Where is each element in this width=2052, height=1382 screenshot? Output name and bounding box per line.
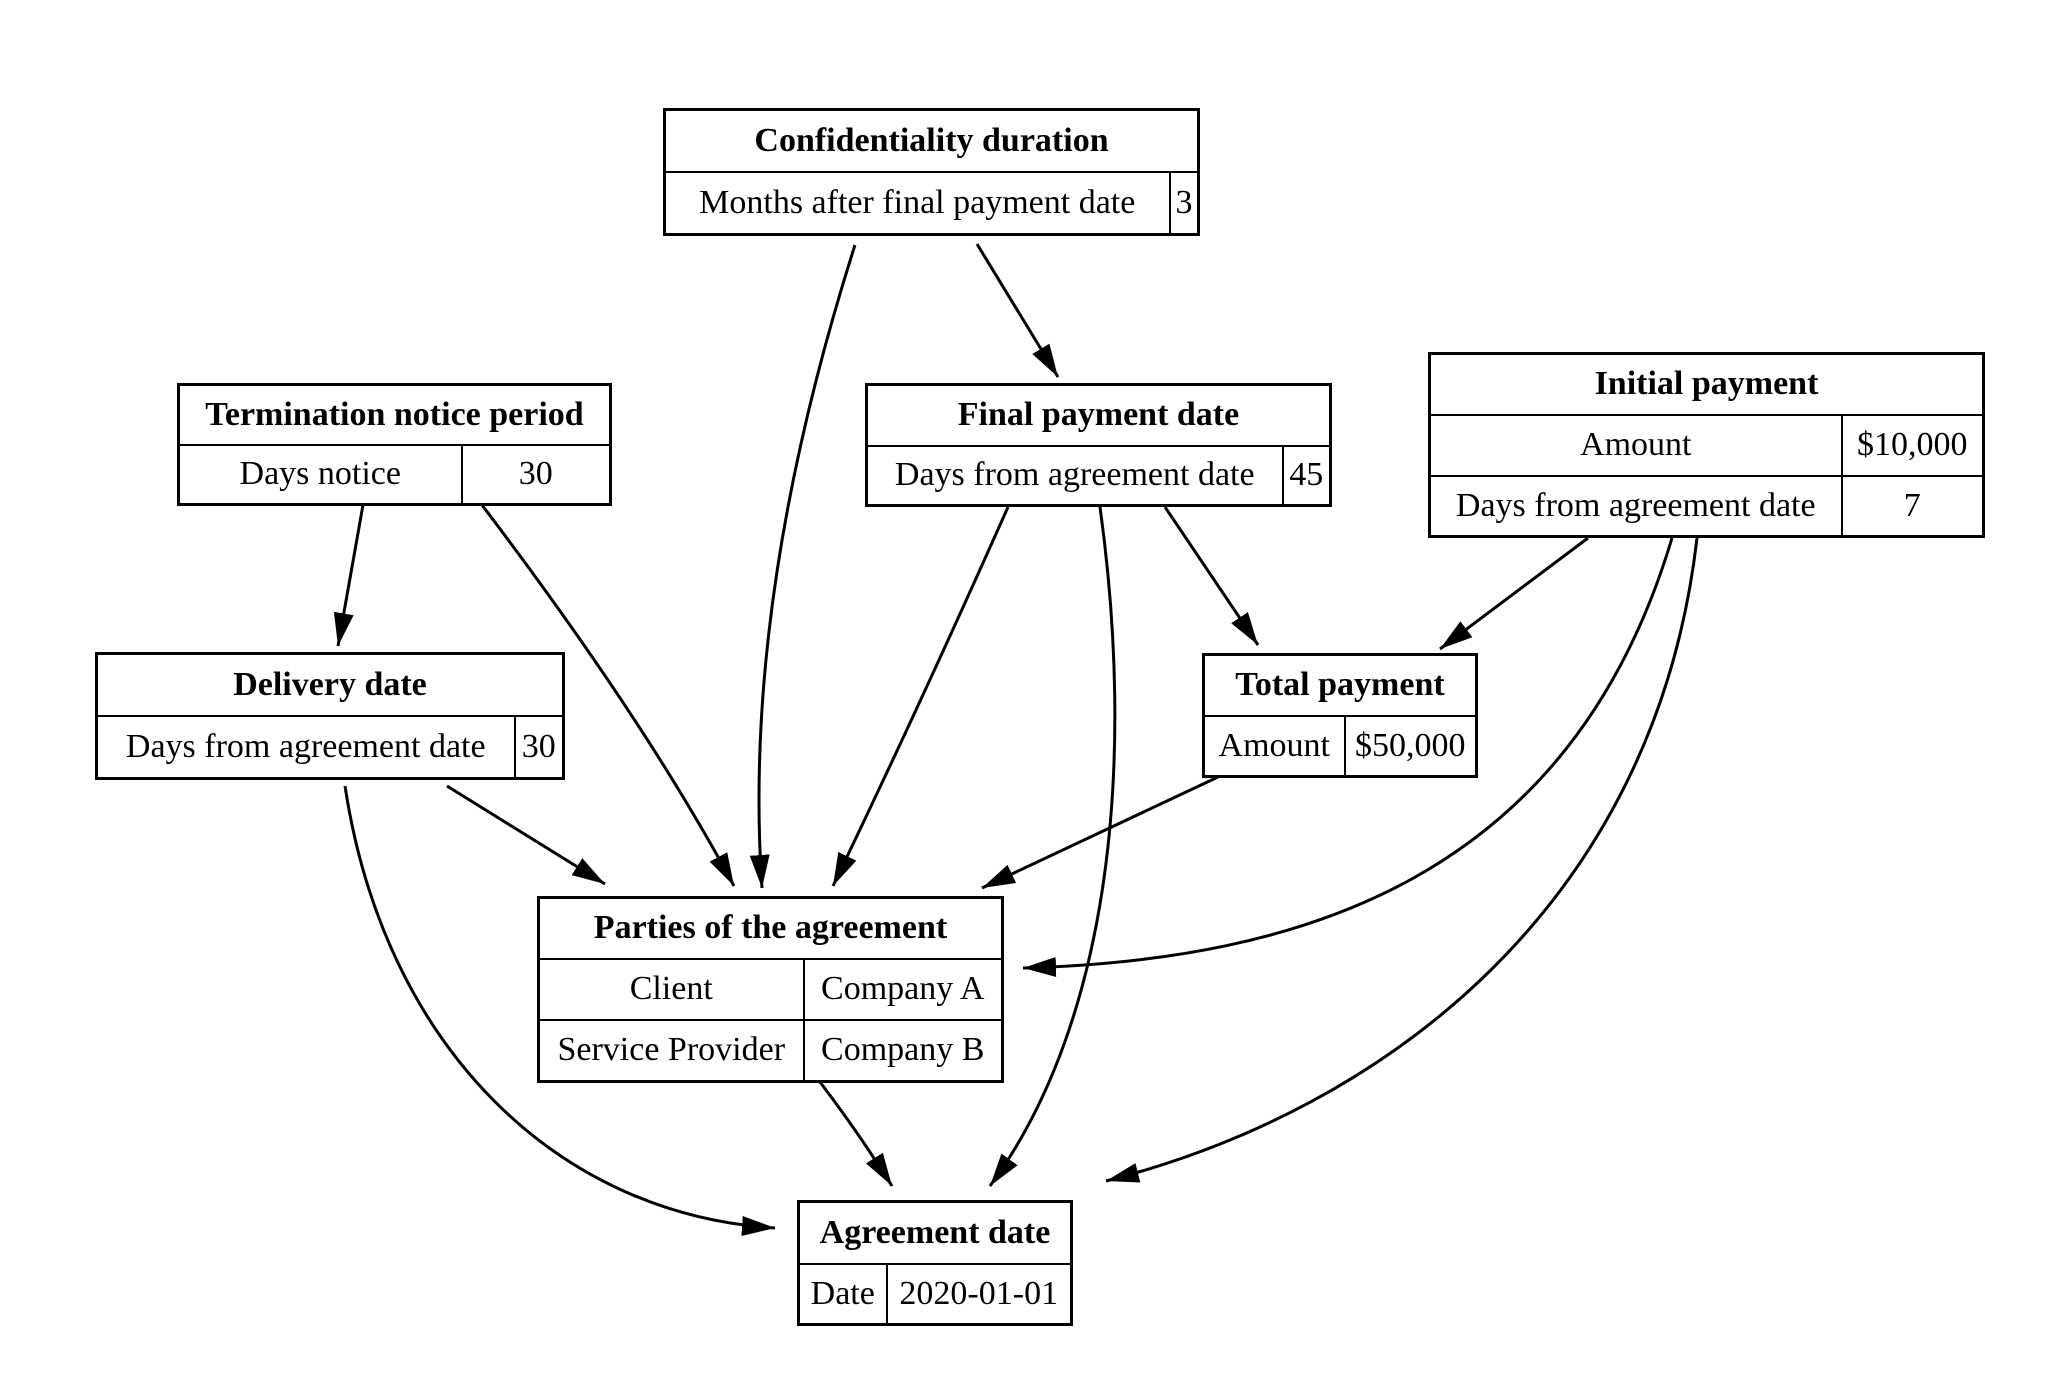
row-value: 2020-01-01 — [885, 1262, 1073, 1326]
box-title: Parties of the agreement — [537, 896, 1004, 960]
row-value: 30 — [460, 443, 612, 506]
row-value: 7 — [1840, 474, 1985, 538]
row-value: Company B — [802, 1018, 1004, 1083]
box-initial-payment: Initial payment Amount $10,000 Days from… — [1428, 352, 1985, 538]
box-title: Initial payment — [1428, 352, 1985, 416]
row-value: $10,000 — [1840, 413, 1985, 477]
box-title: Confidentiality duration — [663, 108, 1200, 173]
row-value: Company A — [802, 957, 1004, 1021]
row-value: $50,000 — [1343, 714, 1478, 778]
box-delivery-date: Delivery date Days from agreement date 3… — [95, 652, 565, 780]
edge-termination-to-delivery — [333, 504, 365, 647]
edge-confidentiality-to-parties — [749, 244, 857, 889]
edge-parties-to-agreement — [818, 1081, 894, 1187]
row-value: 45 — [1281, 444, 1332, 507]
row-label: Months after final payment date — [663, 170, 1171, 236]
row-label: Days notice — [177, 443, 463, 506]
row-label: Days from agreement date — [1428, 474, 1843, 538]
edge-final_payment-to-total_payment — [1163, 506, 1260, 646]
edge-initial_payment-to-total_payment — [1439, 536, 1589, 651]
box-title: Delivery date — [95, 652, 565, 717]
row-label: Amount — [1202, 714, 1346, 778]
edge-final_payment-to-parties — [831, 506, 1010, 887]
box-agreement-date: Agreement date Date 2020-01-01 — [797, 1200, 1073, 1326]
edge-confidentiality-to-final_payment — [975, 243, 1060, 378]
box-title: Termination notice period — [177, 383, 612, 446]
row-label: Days from agreement date — [865, 444, 1284, 507]
box-title: Total payment — [1202, 653, 1478, 717]
box-termination-notice-period: Termination notice period Days notice 30 — [177, 383, 612, 506]
row-value: 30 — [513, 714, 565, 780]
edge-final_payment-to-agreement — [988, 506, 1117, 1187]
box-title: Final payment date — [865, 383, 1332, 447]
box-parties-of-agreement: Parties of the agreement Client Company … — [537, 896, 1004, 1083]
row-label: Service Provider — [537, 1018, 805, 1083]
edge-delivery-to-parties — [446, 784, 606, 886]
row-value: 3 — [1168, 170, 1200, 236]
row-label: Amount — [1428, 413, 1843, 477]
box-final-payment-date: Final payment date Days from agreement d… — [865, 383, 1332, 507]
row-label: Days from agreement date — [95, 714, 516, 780]
row-label: Date — [797, 1262, 888, 1326]
edge-total_payment-to-parties — [981, 775, 1219, 890]
box-total-payment: Total payment Amount $50,000 — [1202, 653, 1478, 778]
edge-initial_payment-to-agreement — [1105, 537, 1699, 1183]
box-confidentiality-duration: Confidentiality duration Months after fi… — [663, 108, 1200, 236]
row-label: Client — [537, 957, 805, 1021]
box-title: Agreement date — [797, 1200, 1073, 1265]
